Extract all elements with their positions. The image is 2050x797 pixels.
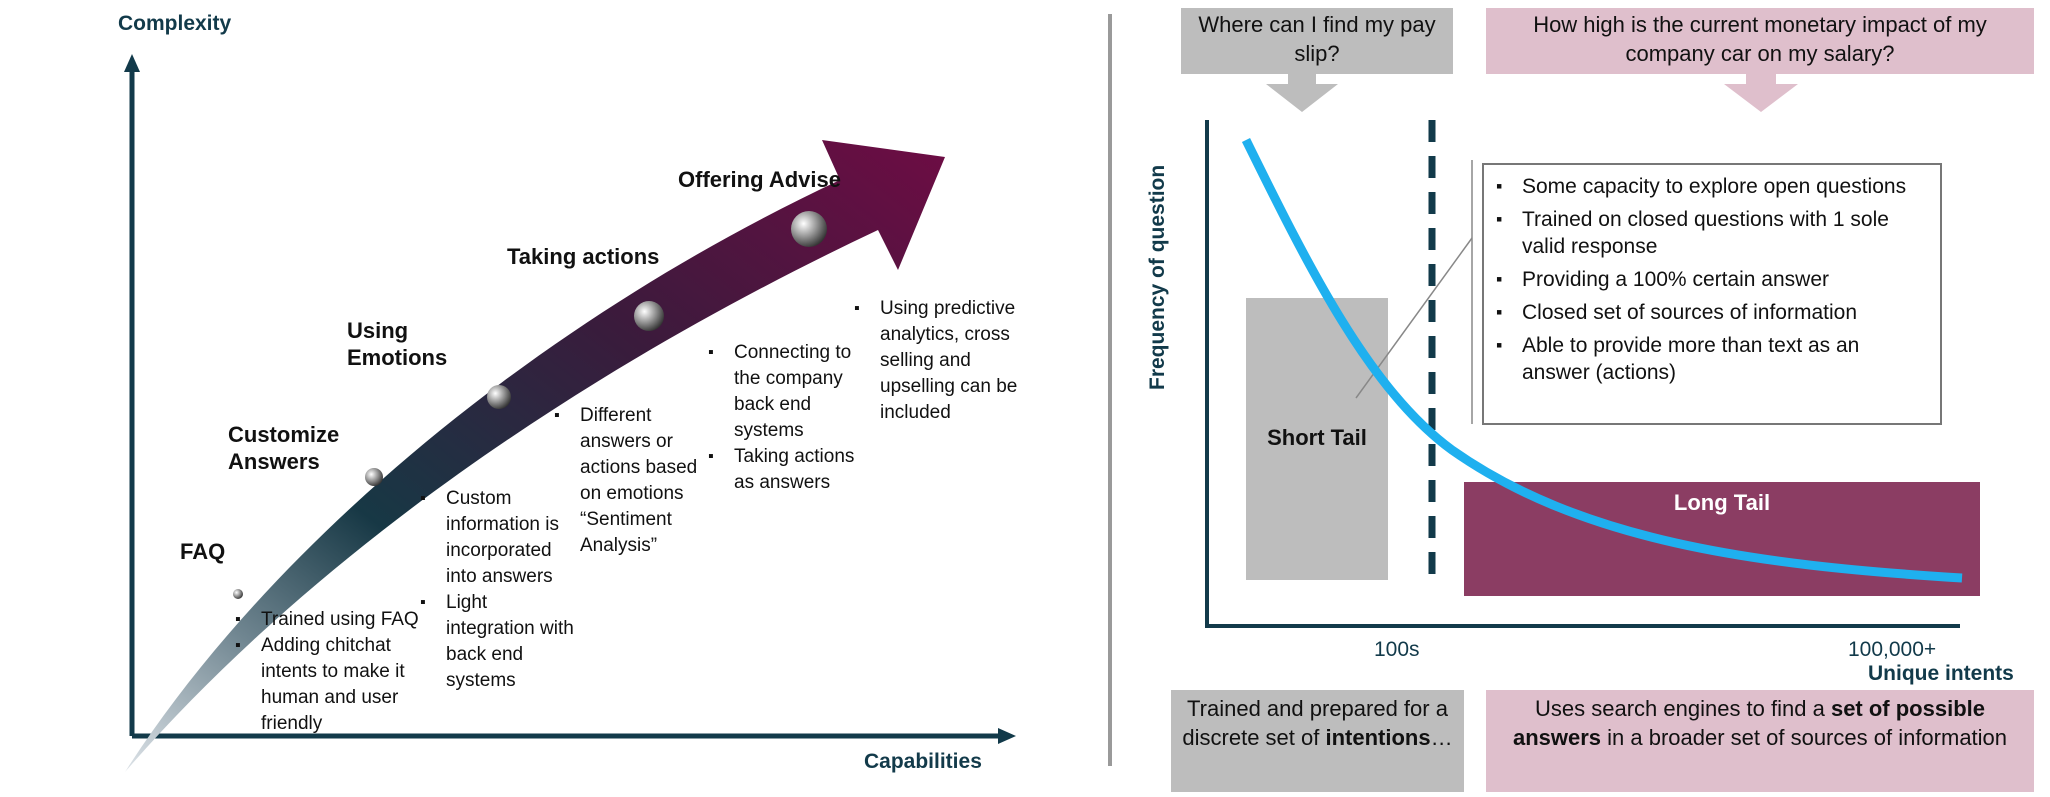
bottom-left-box: Trained and prepared for a discrete set …	[1171, 690, 1464, 792]
stage-label-faq: FAQ	[180, 539, 226, 564]
bottom-right-box: Uses search engines to find a set of pos…	[1486, 690, 2034, 792]
short-tail-region	[1246, 298, 1388, 580]
stage-label-customize: Customize Answers	[228, 422, 340, 474]
frequency-axis-label: Frequency of question	[1146, 164, 1169, 390]
question-right-pointer	[1724, 74, 1798, 112]
features-box: Some capacity to explore open questions …	[1482, 163, 1942, 425]
frequency-curve	[1241, 138, 1963, 583]
feature-item: Providing a 100% certain answer	[1484, 266, 1930, 293]
bottom-left-text: Trained and prepared for a discrete set …	[1182, 696, 1448, 750]
question-left-text: Where can I find my pay slip?	[1198, 12, 1436, 66]
stage-marker-faq	[233, 589, 243, 599]
question-right-text: How high is the current monetary impact …	[1533, 12, 1987, 66]
advise-bullets: Using predictive analytics, cross sellin…	[854, 296, 1019, 426]
complexity-axis-label: Complexity	[118, 12, 232, 35]
actions-bullets: Connecting to the company back end syste…	[708, 340, 873, 496]
bullet-item: Custom information is incorporated into …	[420, 486, 580, 590]
capabilities-axis-label: Capabilities	[864, 750, 982, 773]
short-tail-label: Short Tail	[1267, 425, 1367, 450]
feature-item: Closed set of sources of information	[1484, 299, 1930, 326]
bullet-item: Light integration with back end systems	[420, 590, 580, 694]
tick-100000: 100,000+	[1848, 638, 1937, 661]
bullet-item: Using predictive analytics, cross sellin…	[854, 296, 1019, 426]
intents-axis-label: Unique intents	[1868, 662, 2014, 685]
bullet-item: Adding chitchat intents to make it human…	[235, 633, 425, 737]
question-left-box: Where can I find my pay slip?	[1181, 8, 1453, 74]
stage-marker-advise	[791, 211, 827, 247]
bullet-item: Different answers or actions based on em…	[554, 403, 714, 559]
stage-label-advise: Offering Advise	[678, 167, 841, 192]
bottom-right-bold: set of possible answers	[1512, 696, 1985, 750]
bullet-item: Trained using FAQ	[235, 607, 425, 633]
long-tail-label: Long Tail	[1673, 490, 1771, 515]
faq-bullets: Trained using FAQ Adding chitchat intent…	[235, 607, 425, 737]
bottom-left-bold: intentions	[1325, 725, 1431, 750]
capabilities-axis-arrowhead	[998, 728, 1016, 744]
bullet-item: Taking actions as answers	[708, 444, 873, 496]
bullet-item: Connecting to the company back end syste…	[708, 340, 873, 444]
stage-marker-customize	[365, 468, 383, 486]
tick-100s: 100s	[1374, 638, 1420, 661]
long-tail-graphic	[1205, 74, 1980, 628]
stage-marker-actions	[634, 301, 664, 331]
question-left-pointer	[1266, 74, 1338, 112]
bottom-right-suffix: in a broader set of sources of informati…	[1601, 725, 2008, 750]
customize-bullets: Custom information is incorporated into …	[420, 486, 580, 694]
bottom-left-suffix: …	[1430, 725, 1453, 750]
feature-item: Able to provide more than text as an ans…	[1484, 332, 1930, 386]
feature-item: Some capacity to explore open questions	[1484, 173, 1930, 200]
question-right-box: How high is the current monetary impact …	[1486, 8, 2034, 74]
bottom-right-prefix: Uses search engines to find a	[1535, 696, 1831, 721]
panel-divider	[1108, 14, 1112, 766]
stage-label-emotions: Using Emotions	[347, 318, 448, 370]
stage-marker-emotions	[487, 385, 511, 409]
complexity-axis-arrowhead	[124, 54, 140, 72]
growth-arrow	[125, 140, 945, 772]
emotions-bullets: Different answers or actions based on em…	[554, 403, 714, 559]
feature-item: Trained on closed questions with 1 sole …	[1484, 206, 1930, 260]
stage-label-actions: Taking actions	[507, 244, 660, 269]
